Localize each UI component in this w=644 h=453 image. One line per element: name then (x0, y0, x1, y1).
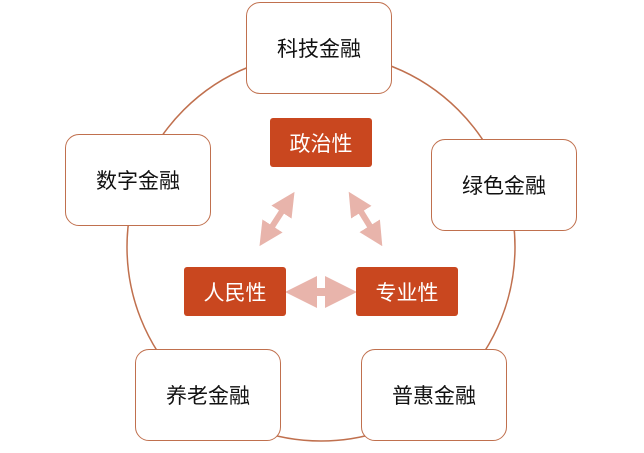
node-political: 政治性 (270, 118, 372, 167)
node-professional: 专业性 (356, 267, 458, 316)
node-green-finance: 绿色金融 (431, 139, 577, 231)
node-label: 数字金融 (96, 169, 180, 193)
node-label: 政治性 (289, 131, 353, 156)
node-label: 养老金融 (166, 384, 250, 408)
node-pension-finance: 养老金融 (135, 349, 281, 441)
node-people: 人民性 (184, 267, 286, 316)
node-label: 绿色金融 (462, 174, 546, 198)
node-label: 普惠金融 (392, 384, 476, 408)
node-digital-finance: 数字金融 (65, 134, 211, 226)
node-label: 专业性 (375, 280, 439, 305)
arrow-political-professional (348, 191, 383, 247)
node-label: 科技金融 (277, 37, 361, 61)
node-tech-finance: 科技金融 (246, 2, 392, 94)
node-inclusive-finance: 普惠金融 (361, 349, 507, 441)
node-label: 人民性 (203, 280, 267, 305)
arrow-political-people (259, 191, 295, 247)
